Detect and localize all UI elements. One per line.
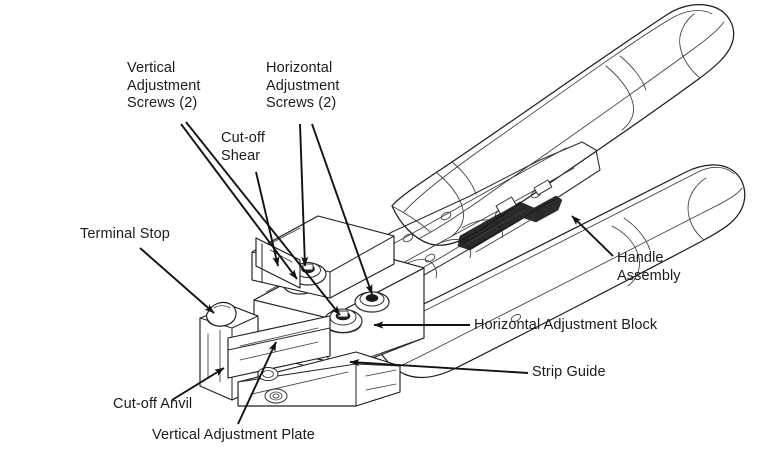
leader-vertical-adjustment-screws-a	[180, 123, 298, 280]
callout-vertical-adjustment-plate: Vertical Adjustment Plate	[152, 427, 315, 443]
leader-cut-off-anvil	[171, 367, 225, 401]
terminal-stop	[206, 301, 237, 327]
callout-strip-guide: Strip Guide	[532, 364, 606, 380]
callout-cut-off-anvil: Cut-off Anvil	[113, 396, 193, 412]
leader-lines	[139, 121, 614, 425]
leader-strip-guide	[349, 358, 529, 374]
callout-vertical-adjustment-screws: Vertical Adjustment Screws (2)	[127, 60, 201, 111]
callout-horizontal-adjustment-block: Horizontal Adjustment Block	[474, 317, 658, 333]
callout-handle-assembly: Handle Assembly	[617, 250, 681, 284]
leader-vertical-adjustment-plate	[237, 341, 277, 425]
leader-vertical-adjustment-screws-b	[185, 121, 341, 316]
callout-horizontal-adjustment-screws: Horizontal Adjustment Screws (2)	[266, 60, 340, 111]
leader-horizontal-adjustment-screws-a	[299, 123, 309, 267]
leader-terminal-stop	[139, 247, 215, 314]
callout-cut-off-shear: Cut-off Shear	[221, 130, 265, 164]
callout-terminal-stop: Terminal Stop	[80, 226, 170, 242]
vertical-adjustment-screw-right	[354, 291, 390, 313]
leader-horizontal-adjustment-screws-b	[311, 123, 373, 295]
upper-handle	[391, 4, 735, 246]
vertical-adjustment-plate	[227, 315, 331, 379]
leader-cut-off-shear	[255, 171, 280, 267]
linkage-rivet-detail	[457, 179, 563, 253]
leader-handle-assembly	[571, 215, 614, 257]
